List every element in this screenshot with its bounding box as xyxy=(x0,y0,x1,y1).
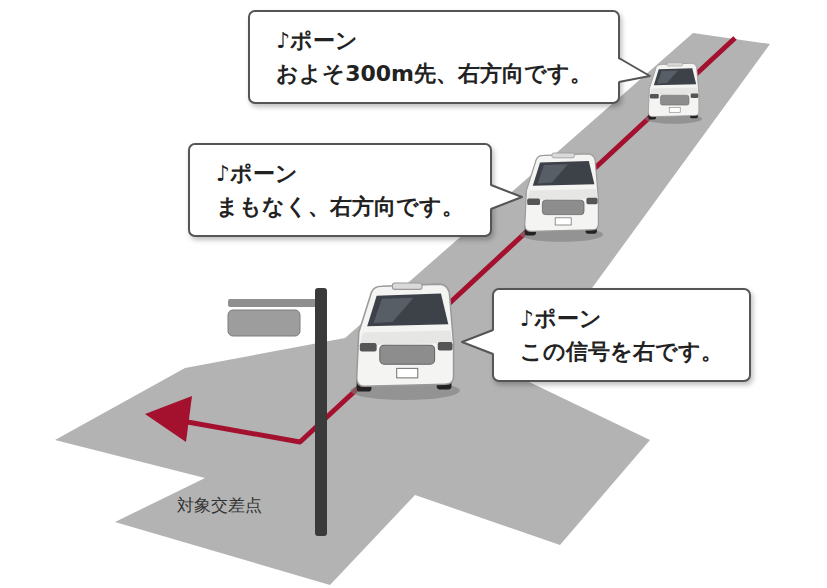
tail-outline xyxy=(462,330,493,354)
speech-bubble: ♪ポーンおよそ300m先、右方向です。 xyxy=(248,10,620,104)
bubble-tail xyxy=(492,288,751,382)
tail-outline xyxy=(491,185,522,209)
tail-fill xyxy=(617,58,650,82)
chime-text: ♪ポーン xyxy=(216,157,464,190)
car xyxy=(350,283,460,400)
route-arrowhead xyxy=(145,396,192,442)
signal-arm xyxy=(228,299,320,307)
signal-pole xyxy=(315,288,327,536)
signal-head xyxy=(228,310,300,336)
chime-text: ♪ポーン xyxy=(520,302,723,335)
bubble-tail xyxy=(188,143,492,237)
guidance-text: まもなく、右方向です。 xyxy=(216,190,464,223)
tail-outline xyxy=(619,58,650,82)
car xyxy=(645,63,702,124)
chime-text: ♪ポーン xyxy=(276,24,592,57)
car xyxy=(520,153,603,242)
intersection-label: 対象交差点 xyxy=(177,494,262,517)
bubble-tail xyxy=(248,10,620,104)
road xyxy=(55,33,770,585)
speech-bubble: ♪ポーンまもなく、右方向です。 xyxy=(188,143,492,237)
tail-fill xyxy=(489,185,522,209)
guidance-text: およそ300m先、右方向です。 xyxy=(276,57,592,90)
tail-fill xyxy=(462,330,495,354)
speech-bubble: ♪ポーンこの信号を右です。 xyxy=(492,288,751,382)
guidance-text: この信号を右です。 xyxy=(520,335,723,368)
